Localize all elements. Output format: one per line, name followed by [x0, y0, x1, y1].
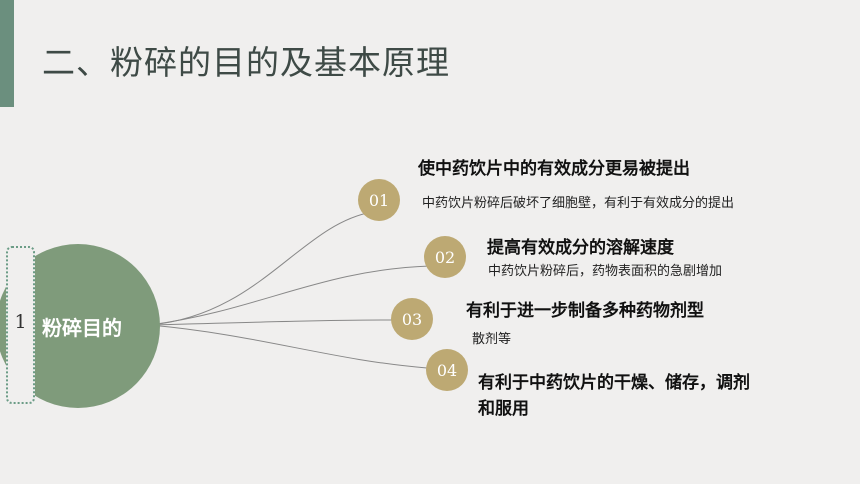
item-description: 中药饮片粉碎后，药物表面积的急剧增加 — [488, 264, 723, 279]
connector-line-3 — [149, 319, 393, 326]
slide-title: 二、粉碎的目的及基本原理 — [42, 43, 450, 82]
item-title: 有利于进一步制备多种药物剂型 — [466, 301, 704, 321]
item-title-continued: 和服用 — [478, 399, 529, 419]
item-number-dot: 04 — [426, 349, 468, 391]
title-accent-bar — [0, 0, 14, 107]
item-number-dot: 01 — [358, 179, 400, 221]
main-node-label: 粉碎目的 — [42, 316, 122, 340]
connector-line-1 — [149, 211, 373, 326]
item-title: 有利于中药饮片的干燥、储存，调剂 — [478, 373, 750, 393]
connector-line-2 — [149, 265, 431, 326]
main-node-number-box — [6, 246, 35, 404]
connector-line-4 — [149, 324, 428, 369]
item-number-dot: 03 — [391, 298, 433, 340]
item-title: 提高有效成分的溶解速度 — [487, 238, 674, 258]
main-node-number: 1 — [14, 311, 27, 333]
item-number-dot: 02 — [424, 236, 466, 278]
item-description: 散剂等 — [472, 332, 512, 347]
item-title: 使中药饮片中的有效成分更易被提出 — [418, 159, 690, 179]
item-description: 中药饮片粉碎后破坏了细胞壁，有利于有效成分的提出 — [422, 196, 735, 211]
